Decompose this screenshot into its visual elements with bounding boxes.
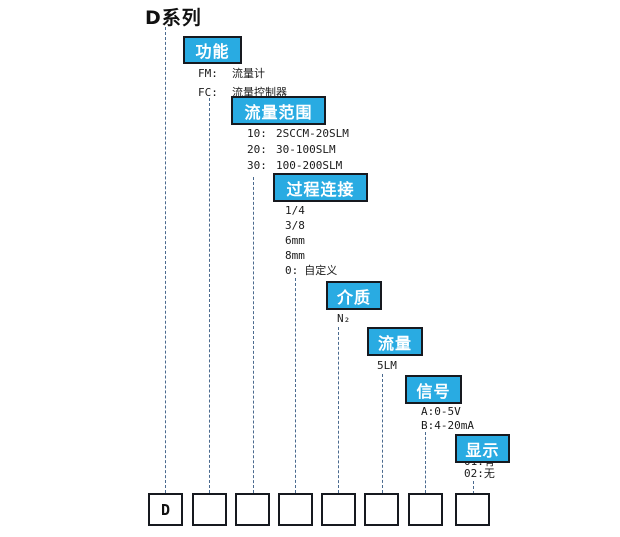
leader-line-series <box>165 27 166 493</box>
option-code: 0: <box>285 264 299 277</box>
option-desc: 30-100SLM <box>276 143 336 156</box>
code-slot-flow <box>364 493 399 526</box>
code-slot-series: D <box>148 493 183 526</box>
option-desc: 流量控制器 <box>232 86 287 99</box>
leader-line-medium <box>338 327 339 493</box>
code-slot-display <box>455 493 490 526</box>
option-code: N₂ <box>337 312 351 325</box>
option-row: 5LM <box>377 359 397 372</box>
flow-options: 5LM <box>377 359 397 372</box>
option-code: 8mm <box>285 249 305 262</box>
medium-label-box: 介质 <box>326 281 382 310</box>
signal-options: A:0-5V B:4-20mA <box>421 405 474 433</box>
option-row: A:0-5V <box>421 405 474 419</box>
signal-label: 信号 <box>416 381 451 401</box>
function-options: FM: 流量计 FC: 流量控制器 <box>198 64 287 102</box>
option-desc: 100-200SLM <box>276 159 343 172</box>
leader-line-process-connection <box>295 278 296 493</box>
flow-range-label-box: 流量范围 <box>231 96 326 125</box>
process-connection-label-box: 过程连接 <box>273 173 368 202</box>
medium-label: 介质 <box>336 287 371 307</box>
option-row: 30: 100-200SLM <box>247 158 349 174</box>
process-connection-label: 过程连接 <box>286 179 355 199</box>
option-row: B:4-20mA <box>421 419 474 433</box>
option-desc: 自定义 <box>304 264 338 277</box>
option-code: 10: <box>247 127 267 140</box>
option-code: 1/4 <box>285 204 305 217</box>
code-slot-medium <box>321 493 356 526</box>
signal-label-box: 信号 <box>405 375 462 404</box>
code-slot-flow-range <box>235 493 270 526</box>
option-code: 02:无 <box>464 467 495 480</box>
option-desc: 流量计 <box>232 67 265 80</box>
option-row: 0: 自定义 <box>285 263 337 278</box>
option-code: FM: <box>198 67 218 80</box>
flow-range-options: 10: 2SCCM-20SLM 20: 30-100SLM 30: 100-20… <box>247 126 349 174</box>
option-row: 1/4 <box>285 203 337 218</box>
option-row: N₂ <box>337 312 350 325</box>
leader-line-function <box>209 98 210 493</box>
function-label-box: 功能 <box>183 36 242 64</box>
option-desc: 2SCCM-20SLM <box>276 127 349 140</box>
option-code: 30: <box>247 159 267 172</box>
leader-line-display <box>473 481 474 494</box>
code-slot-function <box>192 493 227 526</box>
function-label: 功能 <box>195 42 230 61</box>
option-code: B:4-20mA <box>421 419 474 432</box>
option-row: 20: 30-100SLM <box>247 142 349 158</box>
option-code: 20: <box>247 143 267 156</box>
option-code: A:0-5V <box>421 405 461 418</box>
leader-line-flow-range <box>253 177 254 493</box>
medium-options: N₂ <box>337 312 350 325</box>
option-row: FC: 流量控制器 <box>198 83 287 102</box>
flow-label: 流量 <box>377 333 412 353</box>
code-slot-signal <box>408 493 443 526</box>
display-label: 显示 <box>465 440 500 460</box>
option-row: 10: 2SCCM-20SLM <box>247 126 349 142</box>
code-slot-process-connection <box>278 493 313 526</box>
flow-label-box: 流量 <box>367 327 423 356</box>
option-code: 3/8 <box>285 219 305 232</box>
option-row: 3/8 <box>285 218 337 233</box>
option-row: 02:无 <box>464 468 495 480</box>
option-row: 6mm <box>285 233 337 248</box>
series-title: D系列 <box>145 7 202 29</box>
process-connection-options: 1/4 3/8 6mm 8mm 0: 自定义 <box>285 203 337 278</box>
leader-line-flow <box>382 374 383 493</box>
flow-range-label: 流量范围 <box>244 102 313 122</box>
option-row: FM: 流量计 <box>198 64 287 83</box>
option-code: FC: <box>198 86 218 99</box>
display-label-box: 显示 <box>455 434 510 463</box>
option-row: 8mm <box>285 248 337 263</box>
option-code: 5LM <box>377 359 397 372</box>
option-code: 6mm <box>285 234 305 247</box>
leader-line-signal <box>425 432 426 493</box>
